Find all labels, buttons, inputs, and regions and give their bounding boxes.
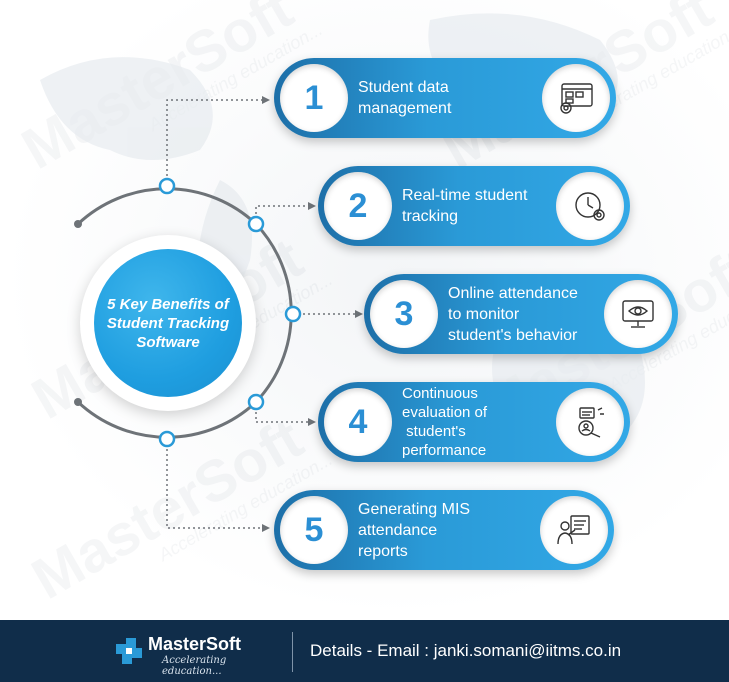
presenter-board-icon: [540, 496, 608, 564]
benefit-number: 5: [280, 496, 348, 564]
benefit-card-5: 5 Generating MIS attendance reports: [274, 490, 614, 570]
benefit-text: Real-time student tracking: [402, 187, 528, 225]
connector-node: [247, 393, 265, 411]
benefit-text: Generating MIS attendance reports: [358, 500, 471, 560]
connector-4: [255, 402, 308, 423]
connector-2: [255, 205, 308, 224]
footer-brand: MasterSoft: [148, 634, 242, 654]
benefit-text: Student data management: [358, 79, 452, 117]
benefit-text: Online attendance to monitor student's b…: [448, 284, 578, 344]
benefit-number: 4: [324, 388, 392, 456]
center-title: 5 Key Benefits of Student Tracking Softw…: [106, 295, 230, 351]
benefit-card-4: 4 Continuous evaluation of student's per…: [318, 382, 630, 462]
arc-end-dot: [74, 398, 82, 406]
benefit-card-3: 3 Online attendance to monitor student's…: [364, 274, 678, 354]
arrow-head: [355, 310, 363, 318]
arrow-head: [308, 202, 316, 210]
arrow-head: [262, 96, 270, 104]
benefit-text: Continuous evaluation of student's perfo…: [402, 385, 488, 459]
logo-mark-icon: [116, 638, 142, 664]
benefit-card-1: 1 Student data management: [274, 58, 616, 138]
magnifier-person-icon: [556, 388, 624, 456]
benefit-card-2: 2 Real-time student tracking: [318, 166, 630, 246]
connector-node: [284, 305, 302, 323]
dashboard-gear-icon: [542, 64, 610, 132]
benefit-number: 3: [370, 280, 438, 348]
mastersoft-logo: MasterSoft Accelerating education...: [112, 632, 282, 677]
connector-5: [166, 439, 262, 529]
center-badge: 5 Key Benefits of Student Tracking Softw…: [94, 249, 242, 397]
clock-gear-icon: [556, 172, 624, 240]
connector-node: [158, 430, 176, 448]
monitor-eye-icon: [604, 280, 672, 348]
footer-tagline: Accelerating education...: [162, 655, 227, 677]
arc-end-dot: [74, 220, 82, 228]
connector-node: [158, 177, 176, 195]
connector-1: [166, 99, 262, 186]
benefit-number: 2: [324, 172, 392, 240]
footer-divider: [292, 632, 293, 672]
arrow-head: [308, 418, 316, 426]
arrow-head: [262, 524, 270, 532]
benefit-number: 1: [280, 64, 348, 132]
footer-bar: MasterSoft Accelerating education... Det…: [0, 620, 729, 682]
footer-contact: Details - Email : janki.somani@iitms.co.…: [310, 641, 622, 660]
connector-node: [247, 215, 265, 233]
